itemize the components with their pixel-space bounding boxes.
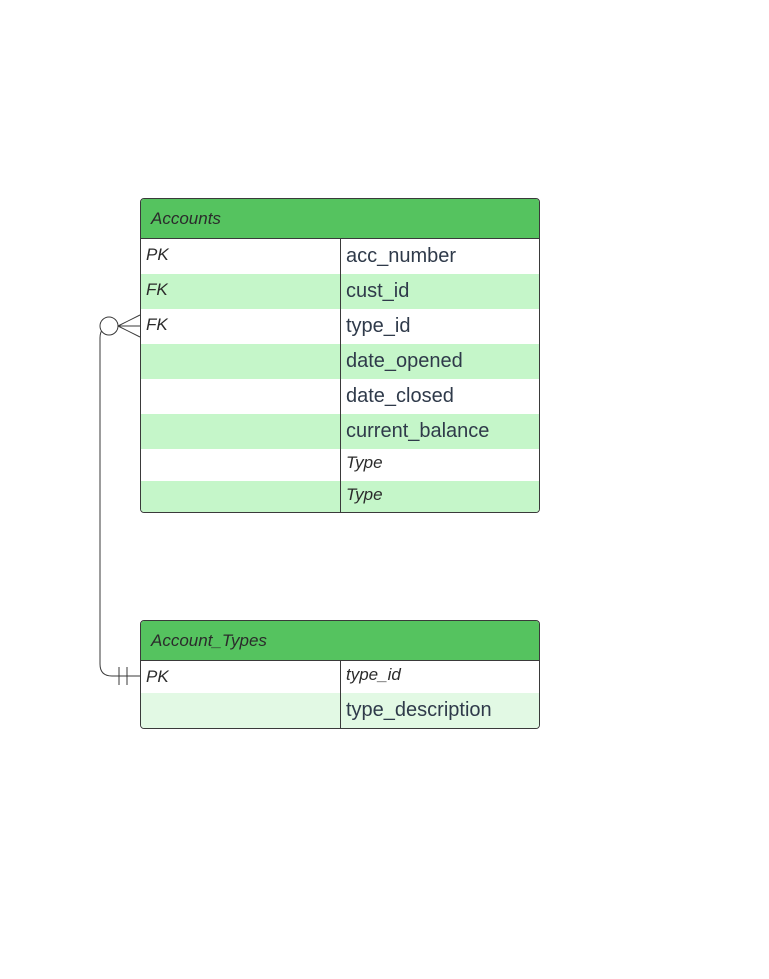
field-name: current_balance [346, 420, 490, 442]
relationship-line [99, 325, 140, 677]
key-label [141, 379, 341, 414]
many-crowfoot [117, 314, 141, 338]
table-row[interactable]: type_description [141, 693, 539, 728]
field-name: cust_id [346, 280, 410, 302]
key-label [141, 481, 341, 512]
key-label [141, 693, 341, 728]
key-label: PK [141, 239, 341, 274]
field-name: acc_number [346, 245, 457, 267]
table-row[interactable]: Type [141, 481, 539, 512]
key-label [141, 414, 341, 449]
key-label [141, 449, 341, 481]
key-label: FK [141, 274, 341, 309]
field-name: Type [346, 453, 383, 472]
field-name: type_id [346, 315, 411, 337]
table-row[interactable]: date_closed [141, 379, 539, 414]
table-row[interactable]: current_balance [141, 414, 539, 449]
entity-accounts[interactable]: Accounts PK acc_number FK cust_id FK typ… [140, 198, 540, 513]
key-label [141, 344, 341, 379]
field-name: type_id [346, 665, 401, 684]
entity-account-types[interactable]: Account_Types PK type_id type_descriptio… [140, 620, 540, 729]
key-label: PK [141, 661, 341, 693]
zero-cardinality-circle [99, 316, 119, 336]
key-label: FK [141, 309, 341, 344]
one-and-only-one-bars [118, 667, 128, 685]
table-row[interactable]: FK cust_id [141, 274, 539, 309]
table-row[interactable]: PK acc_number [141, 239, 539, 274]
field-name: type_description [346, 699, 492, 721]
table-row[interactable]: FK type_id [141, 309, 539, 344]
entity-title: Account_Types [141, 621, 539, 661]
field-name: Type [346, 485, 383, 504]
table-row[interactable]: date_opened [141, 344, 539, 379]
field-name: date_closed [346, 385, 454, 407]
table-row[interactable]: Type [141, 449, 539, 481]
entity-title: Accounts [141, 199, 539, 239]
table-row[interactable]: PK type_id [141, 661, 539, 693]
field-name: date_opened [346, 350, 463, 372]
